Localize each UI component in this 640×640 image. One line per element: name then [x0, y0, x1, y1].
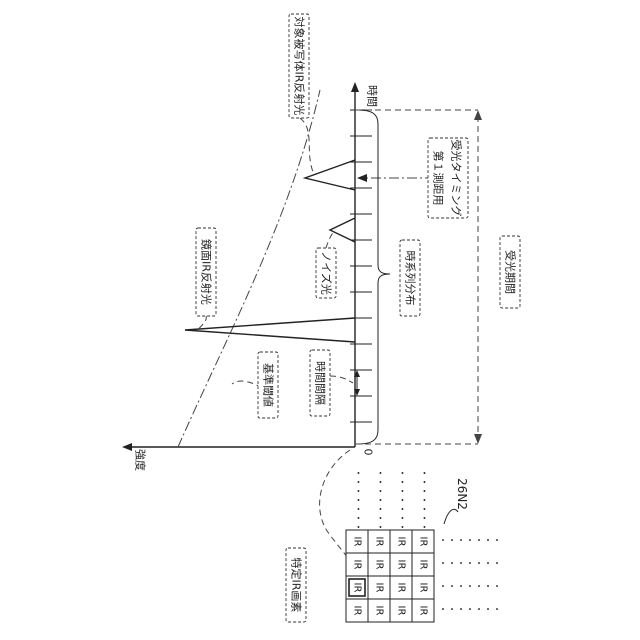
ir-pixel-label: IR	[418, 537, 429, 547]
label-first-timing-line2: 受光タイミング	[450, 140, 464, 217]
time-axis-arrow	[351, 82, 359, 92]
label-time-interval: 時間間隔	[314, 361, 327, 405]
ir-pixel-label: IR	[418, 606, 429, 616]
label-mirror-ir: 鏡面IR反射光	[200, 239, 214, 305]
continuation-dots: ・・・・・・・	[438, 606, 501, 616]
ir-pixel-label: IR	[352, 583, 363, 593]
ir-pixel-label: IR	[418, 583, 429, 593]
ir-pixel-label: IR	[396, 583, 407, 593]
ir-pixel-label: IR	[374, 606, 385, 616]
label-intensity-axis: 強度	[134, 449, 148, 471]
leader-sensor-ref	[444, 509, 458, 524]
label-sensor-ref: 26N2	[455, 478, 469, 510]
mirror-ir-spike	[185, 318, 355, 342]
ir-pixel-label: IR	[396, 606, 407, 616]
label-specific-pixel: 特定IR画素	[290, 558, 304, 613]
label-time-axis: 時間	[366, 85, 379, 107]
ir-pixel-label: IR	[352, 537, 363, 547]
leader-noise	[326, 230, 335, 248]
continuation-dots: ・・・・・・・	[438, 583, 501, 593]
intensity-axis-arrow	[122, 443, 132, 451]
time-axis-ticks	[350, 110, 372, 422]
label-time-series: 時系列分布	[404, 251, 418, 306]
ir-pixel-label: IR	[352, 560, 363, 570]
noise-spike	[330, 218, 355, 242]
leader-threshold	[232, 381, 262, 388]
ir-pixel-label: IR	[352, 606, 363, 616]
sensor-grid: IRIRIRIRIRIRIRIRIRIRIRIRIRIRIRIR・・・・・・・・…	[346, 468, 502, 622]
leader-time-interval	[330, 376, 353, 383]
first-timing-arrow	[357, 174, 367, 182]
label-first-timing-line1: 第１測距用	[432, 151, 446, 206]
ir-pixel-label: IR	[396, 537, 407, 547]
target-ir-spike	[305, 160, 355, 190]
ir-pixel-label: IR	[396, 560, 407, 570]
continuation-dots: ・・・・・・・	[438, 560, 501, 570]
ir-pixel-label: IR	[418, 560, 429, 570]
continuation-dots: ・・・・・・・	[352, 468, 362, 531]
continuation-dots: ・・・・・・・	[396, 468, 406, 531]
label-origin: 0	[362, 449, 375, 456]
label-threshold: 基準閾値	[262, 363, 276, 407]
label-light-period: 受光期間	[504, 250, 518, 294]
label-noise: ノイズ光	[320, 251, 334, 295]
continuation-dots: ・・・・・・・	[374, 468, 384, 531]
ir-pixel-label: IR	[374, 537, 385, 547]
time-series-bracket	[358, 110, 390, 444]
continuation-dots: ・・・・・・・	[438, 537, 501, 547]
ir-pixel-label: IR	[374, 583, 385, 593]
ir-pixel-label: IR	[374, 560, 385, 570]
continuation-dots: ・・・・・・・	[418, 468, 428, 531]
label-target-ir: 対象被写体IR反射光	[293, 17, 307, 116]
leader-mirror-ir	[198, 315, 206, 330]
